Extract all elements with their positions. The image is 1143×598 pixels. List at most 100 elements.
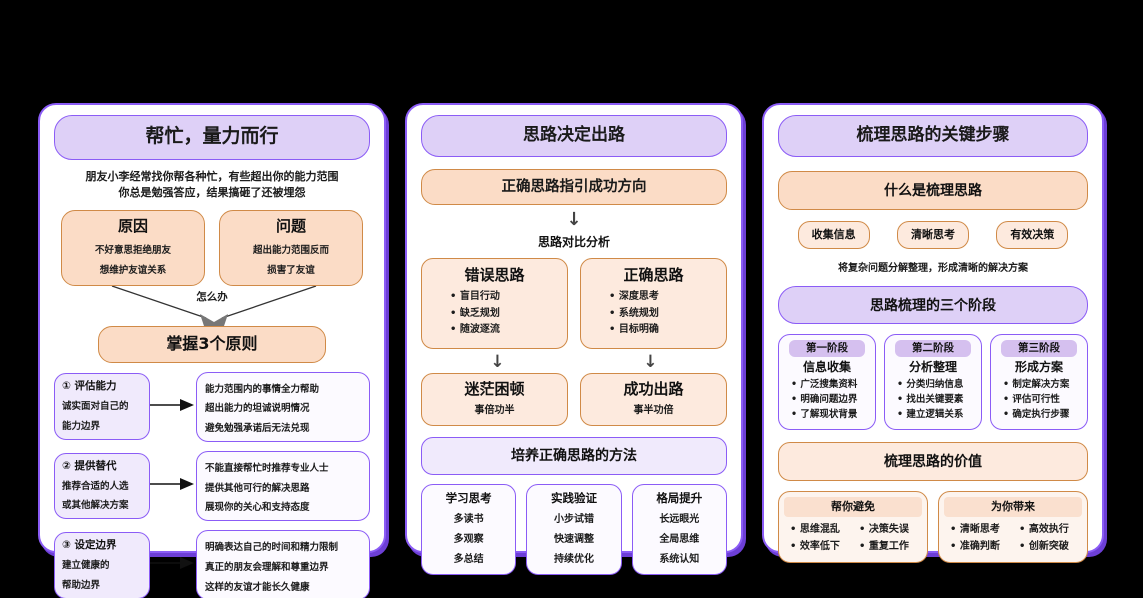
stage-1-item: • 广泛搜集资料 <box>791 379 858 391</box>
hold-principles-box: 掌握3个原则 <box>98 325 326 363</box>
what-is-note: 将复杂问题分解整理，形成清晰的解决方案 <box>838 262 1028 274</box>
stage-bar-title: 思路梳理的三个阶段 <box>870 297 996 314</box>
result-success-box: 成功出路 事半功倍 <box>580 372 727 427</box>
value-avoid-item: • 效率低下 <box>790 540 840 552</box>
problem-lines: 超出能力范围反而 损害了友谊 <box>252 244 329 276</box>
stage-3-item: • 确定执行步骤 <box>1003 408 1070 420</box>
value-gain-item: • 清晰思考 <box>950 523 1000 535</box>
stage-2-item: • 分类归纳信息 <box>897 379 964 391</box>
what-is-bar: 什么是梳理思路 <box>778 171 1088 210</box>
principle-3-sub: 建立健康的 帮助边界 <box>62 559 110 591</box>
values-row: 帮你避免 • 思维混乱 • 决策失误 • 效率低下 • 重复工作 为你带来 • … <box>778 490 1088 563</box>
stage-3-box: 第三阶段 形成方案 • 制定解决方案 • 评估可行性 • 确定执行步骤 <box>990 334 1088 431</box>
wrong-mindset-item: • 随波逐流 <box>450 324 500 336</box>
stage-2-name: 分析整理 <box>908 360 957 375</box>
value-avoid-tag: 帮你避免 <box>784 496 922 517</box>
connector-label: 怎么办 <box>196 290 228 303</box>
right-mindset-box: 正确思路 • 深度思考 • 系统规划 • 目标明确 <box>580 258 727 349</box>
panel-3-title: 梳理思路的关键步骤 <box>778 115 1088 158</box>
cause-title: 原因 <box>117 216 148 235</box>
stage-2-item: • 找出关键要素 <box>897 393 964 405</box>
stage-3-name: 形成方案 <box>1014 360 1063 375</box>
method-2-head: 实践验证 <box>550 490 597 505</box>
result-arrows-row: ↓ ↓ <box>421 349 727 373</box>
stage-1-name: 信息收集 <box>802 360 851 375</box>
principle-1-detail-text: 能力范围内的事情全力帮助 超出能力的坦诚说明情况 避免勉强承诺后无法兑现 <box>205 383 320 435</box>
arrow-right-icon <box>150 477 194 490</box>
method-3-items: 长远眼光 全局思维 系统认知 <box>659 514 700 566</box>
wrong-mindset-box: 错误思路 • 盲目行动 • 缺乏规划 • 随波逐流 <box>421 258 568 349</box>
principle-3-box: ③ 设定边界 建立健康的 帮助边界 <box>54 531 150 598</box>
value-avoid-item: • 思维混乱 <box>790 523 840 535</box>
value-gain-tag: 为你带来 <box>944 496 1082 517</box>
chip-clear-thinking: 清晰思考 <box>896 220 969 249</box>
arrow-down-icon: ↓ <box>490 351 505 372</box>
panel-1-lead: 朋友小李经常找你帮各种忙，有些超出你的能力范围 你总是勉强答应，结果搞砸了还被埋… <box>85 169 339 200</box>
compare-row: 错误思路 • 盲目行动 • 缺乏规划 • 随波逐流 正确思路 • 深度思考 • … <box>421 258 727 349</box>
principle-2-detail: 不能直接帮忙时推荐专业人士 提供其他可行的解决思路 展现你的关心和支持态度 <box>196 450 370 522</box>
stage-bar: 思路梳理的三个阶段 <box>778 285 1088 324</box>
stage-1-tag: 第一阶段 <box>789 340 865 358</box>
chip-collect-info: 收集信息 <box>797 220 870 249</box>
what-is-bar-title: 什么是梳理思路 <box>884 183 982 200</box>
value-bar-title: 梳理思路的价值 <box>884 454 982 471</box>
method-3-head: 格局提升 <box>656 490 703 505</box>
panel-1-title: 帮忙，量力而行 <box>54 115 370 160</box>
principle-1-sub: 诚实面对自己的 能力边界 <box>62 401 129 433</box>
stages-row: 第一阶段 信息收集 • 广泛搜集资料 • 明确问题边界 • 了解现状背景 第二阶… <box>778 334 1088 431</box>
arrow-down-icon: ↓ <box>566 209 582 231</box>
result-lost-box: 迷茫困顿 事倍功半 <box>421 372 568 427</box>
problem-title: 问题 <box>275 216 306 235</box>
stage-2-item: • 建立逻辑关系 <box>897 408 964 420</box>
compare-label: 思路对比分析 <box>537 235 610 250</box>
panel-2-title: 思路决定出路 <box>421 115 727 158</box>
value-gain-item: • 准确判断 <box>950 540 1000 552</box>
arrow-right-icon <box>150 557 194 570</box>
principle-1-arrow <box>150 397 196 417</box>
panel-help-within-ability: 帮忙，量力而行 朋友小李经常找你帮各种忙，有些超出你的能力范围 你总是勉强答应，… <box>38 103 386 598</box>
right-mindset-item: • 深度思考 <box>609 291 659 303</box>
method-bar: 培养正确思路的方法 <box>421 437 727 475</box>
stage-3-tag: 第三阶段 <box>1001 340 1077 358</box>
method-1-box: 学习思考 多读书 多观察 多总结 <box>421 483 517 576</box>
method-columns: 学习思考 多读书 多观察 多总结 实践验证 小步试错 快速调整 持续优化 格局提… <box>421 483 727 576</box>
hold-principles-title: 掌握3个原则 <box>166 333 258 353</box>
stage-1-item: • 了解现状背景 <box>791 408 858 420</box>
results-row: 迷茫困顿 事倍功半 成功出路 事半功倍 <box>421 372 727 427</box>
principle-row: ① 评估能力 诚实面对自己的 能力边界 能力范围内的事情全力帮助 超出能力的坦诚… <box>54 371 370 442</box>
method-1-items: 多读书 多观察 多总结 <box>453 514 484 566</box>
principle-2-box: ② 提供替代 推荐合适的人选 或其他解决方案 <box>54 452 150 520</box>
method-1-head: 学习思考 <box>445 490 492 505</box>
wrong-mindset-item: • 盲目行动 <box>450 291 500 303</box>
result-success-sub: 事半功倍 <box>633 405 674 417</box>
wrong-mindset-item: • 缺乏规划 <box>450 307 500 319</box>
value-avoid-items: • 思维混乱 • 决策失误 • 效率低下 • 重复工作 <box>784 521 922 555</box>
principle-3-detail-text: 明确表达自己的时间和精力限制 真正的朋友会理解和尊重边界 这样的友谊才能长久健康 <box>205 542 339 593</box>
right-mindset-item: • 目标明确 <box>609 324 659 336</box>
principle-3-detail: 明确表达自己的时间和精力限制 真正的朋友会理解和尊重边界 这样的友谊才能长久健康 <box>196 530 370 598</box>
principle-1-box: ① 评估能力 诚实面对自己的 能力边界 <box>54 373 150 440</box>
value-bar: 梳理思路的价值 <box>778 442 1088 481</box>
chip-effective-decision: 有效决策 <box>996 220 1069 249</box>
method-2-box: 实践验证 小步试错 快速调整 持续优化 <box>526 483 622 576</box>
cause-problem-row: 原因 不好意思拒绝朋友 想维护友谊关系 问题 超出能力范围反而 损害了友谊 <box>54 209 370 286</box>
principle-1-detail: 能力范围内的事情全力帮助 超出能力的坦诚说明情况 避免勉强承诺后无法兑现 <box>196 371 370 442</box>
panel-2-headline: 正确思路指引成功方向 <box>421 169 727 206</box>
stage-3-item: • 制定解决方案 <box>1003 379 1070 391</box>
cause-lines: 不好意思拒绝朋友 想维护友谊关系 <box>94 244 171 276</box>
right-mindset-item: • 系统规划 <box>609 307 659 319</box>
cause-box: 原因 不好意思拒绝朋友 想维护友谊关系 <box>61 209 205 286</box>
wrong-mindset-title: 错误思路 <box>464 266 525 285</box>
principle-3-title: ③ 设定边界 <box>62 538 117 551</box>
connector-lines-icon <box>111 285 317 326</box>
arrow-down-icon: ↓ <box>643 351 658 372</box>
principle-row: ③ 设定边界 建立健康的 帮助边界 明确表达自己的时间和精力限制 真正的朋友会理… <box>54 530 370 598</box>
method-3-box: 格局提升 长远眼光 全局思维 系统认知 <box>631 483 727 576</box>
stage-2-tag: 第二阶段 <box>895 340 971 358</box>
stage-2-box: 第二阶段 分析整理 • 分类归纳信息 • 找出关键要素 • 建立逻辑关系 <box>884 334 982 431</box>
arrow-right-icon <box>150 398 194 411</box>
right-mindset-title: 正确思路 <box>623 266 684 285</box>
panel-mindset-decides-path: 思路决定出路 正确思路指引成功方向 ↓ 思路对比分析 错误思路 • 盲目行动 •… <box>405 103 743 576</box>
value-gain-box: 为你带来 • 清晰思考 • 高效执行 • 准确判断 • 创新突破 <box>938 490 1088 563</box>
